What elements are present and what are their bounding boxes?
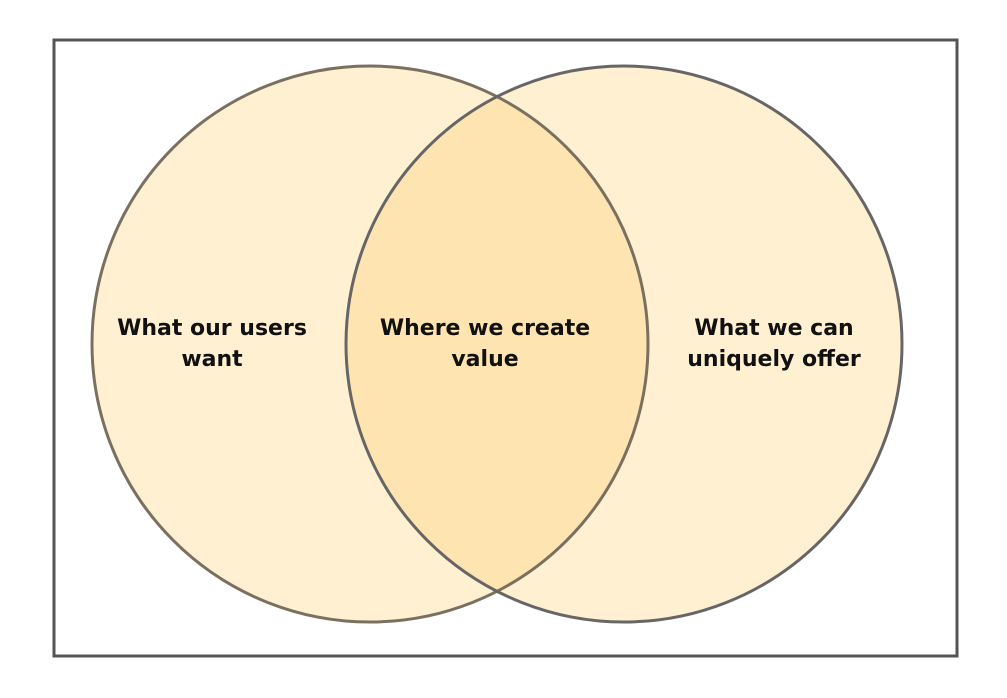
left-circle-outline [90,64,650,624]
right-circle-outline [344,64,904,624]
frame [52,38,959,658]
overlap-region [346,66,648,622]
left-label: What our users want [117,316,307,372]
center-label: Where we create value [379,316,591,372]
right-label: What we can uniquely offer [687,316,861,372]
